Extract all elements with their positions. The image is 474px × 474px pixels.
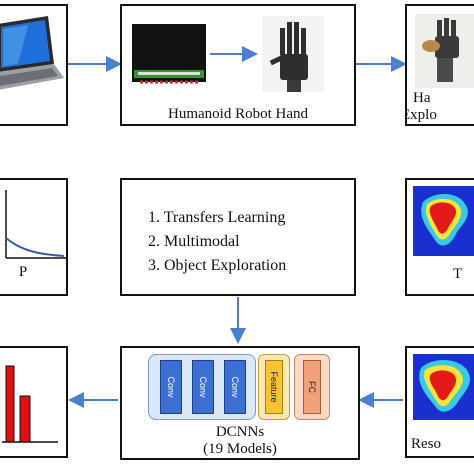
methods-box: 1. Transfers Learning 2. Multimodal 3. O… — [120, 178, 356, 296]
result-heatmap-box: Reso — [405, 346, 474, 458]
method-item: 2. Multimodal — [148, 233, 240, 250]
tactile-heatmap — [413, 186, 474, 256]
dcnn-caption-1: DCNNs — [215, 424, 265, 440]
red-bar — [19, 395, 31, 443]
result-bar-chart — [2, 365, 58, 443]
humanoid-robot-hand-box: Humanoid Robot Hand — [120, 4, 356, 126]
dcnn-box: Conv Conv Conv Feature FC DCNNs (19 Mode… — [120, 346, 360, 460]
result-heatmap — [413, 354, 474, 420]
red-bar — [5, 365, 15, 443]
exploration-image — [415, 14, 474, 88]
curve-plot-label: P — [18, 264, 28, 280]
feature-layer: Feature — [265, 360, 283, 414]
tactile-label: T — [453, 266, 463, 282]
method-item: 3. Object Exploration — [148, 257, 287, 274]
dcnn-caption-2: (19 Models) — [203, 441, 277, 457]
method-item: 1. Transfers Learning — [148, 209, 286, 226]
fc-layer: FC — [303, 360, 321, 414]
laptop-box — [0, 4, 68, 126]
tactile-heatmap-box: T — [405, 178, 474, 296]
curve-plot-box: P — [0, 178, 68, 296]
conv-layer-1: Conv — [160, 360, 182, 414]
robot-hand-label: Humanoid Robot Hand — [168, 106, 308, 122]
robot-hand-images — [132, 16, 324, 92]
exploration-label-2: Explo — [407, 107, 437, 123]
laptop-icon — [0, 16, 64, 90]
bar-chart-box — [0, 346, 68, 458]
result-label: Reso — [411, 436, 441, 452]
conv-layer-2: Conv — [192, 360, 214, 414]
hand-exploration-box: Ha Explo — [405, 4, 474, 126]
decay-curve — [5, 190, 66, 259]
methods-list: 1. Transfers Learning 2. Multimodal 3. O… — [148, 206, 286, 278]
conv-layer-3: Conv — [224, 360, 246, 414]
exploration-label-1: Ha — [413, 90, 431, 106]
